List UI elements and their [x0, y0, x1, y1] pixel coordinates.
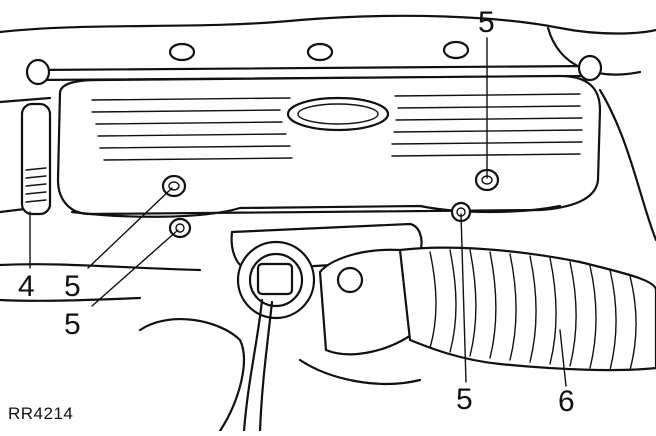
- figure-reference: RR4214: [8, 404, 74, 423]
- lower-casing: [138, 318, 422, 433]
- emblem-inner: [297, 103, 379, 125]
- callout-bolt-left-upper: 5: [64, 270, 81, 303]
- callout-right-hose: 6: [558, 385, 575, 418]
- manifold-flange: [70, 204, 562, 218]
- leader-6: [559, 329, 567, 387]
- manifold-cover: [56, 74, 602, 216]
- callout-bolt-bottom-center: 5: [456, 383, 473, 416]
- emblem-oval: [286, 96, 390, 132]
- hose-clamp: [20, 102, 52, 216]
- coupling-stud: [336, 266, 364, 294]
- rail-mount-1: [168, 42, 196, 62]
- bolt-top-right: [474, 168, 500, 192]
- clamp-band: [25, 167, 47, 203]
- callout-bolt-left-lower: 5: [64, 308, 81, 341]
- sensor-plug: [256, 262, 294, 296]
- callout-bolt-top-right: 5: [478, 6, 495, 39]
- rail-end-right: [577, 54, 603, 82]
- rail-mount-2: [306, 42, 334, 62]
- leader-left-upper: [87, 187, 173, 269]
- rail-mount-3: [442, 40, 470, 60]
- bellows-hose: [398, 246, 656, 372]
- leader-bottom-center: [460, 213, 467, 383]
- bonnet-outline: [0, 14, 656, 35]
- rail-end-left: [25, 58, 51, 86]
- sensor-wire: [242, 298, 274, 433]
- bellows-ribs: [429, 249, 637, 371]
- leader-left-lower: [91, 229, 179, 307]
- sensor-ring-inner: [248, 252, 304, 308]
- lower-bodywork: [0, 263, 202, 302]
- callout-left-pipe: 4: [18, 270, 35, 303]
- bolt-left-lower: [168, 217, 192, 239]
- bolt-bottom-center: [450, 201, 472, 223]
